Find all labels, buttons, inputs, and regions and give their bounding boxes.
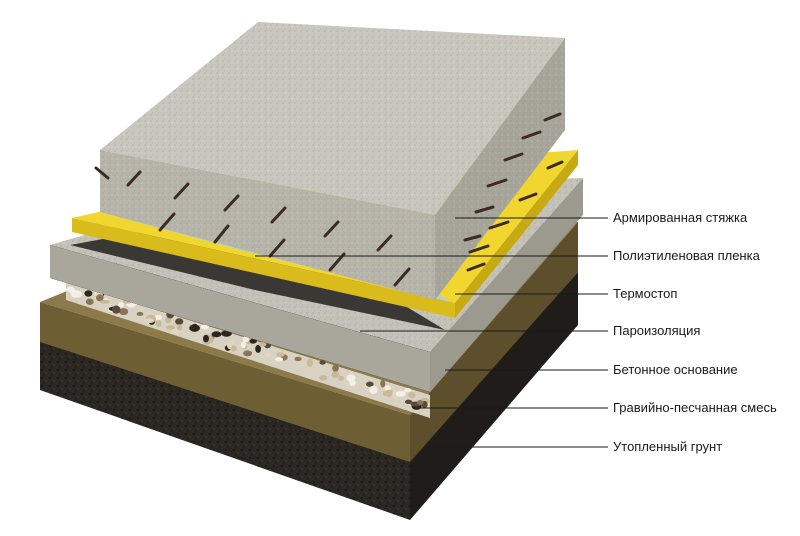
gravel-pebble [319, 360, 326, 365]
gravel-pebble [189, 324, 201, 332]
rebar-stub [468, 244, 490, 254]
gravel-pebble [144, 318, 154, 324]
gravel-pebble [276, 352, 285, 357]
rebar-stub [393, 267, 411, 287]
label-gravel: Гравийно-песчанная смесь [613, 400, 777, 415]
thermostop-left [72, 218, 455, 318]
rebar-stub [463, 234, 482, 242]
rebar-stub [223, 194, 240, 212]
gravel-pebble [221, 330, 232, 337]
leader-lines [255, 217, 608, 448]
label-concrete: Бетонное основание [613, 362, 738, 377]
gravel-pebble [306, 358, 313, 367]
ground-texture [40, 340, 410, 520]
gravel-pebble [258, 342, 267, 347]
gravel-pebble [385, 389, 393, 398]
gravel-pebble [380, 379, 386, 388]
gravel-pebble [211, 331, 222, 338]
rebar-stub [488, 220, 510, 230]
rebar-stub [323, 220, 340, 238]
rebar-stub [376, 234, 393, 252]
soil-right-face [410, 222, 578, 462]
rebar-stub [466, 262, 486, 272]
soil-left-face [40, 302, 410, 462]
gravel-pebble [403, 387, 412, 393]
rebar-stub [173, 182, 190, 200]
gravel-pebble [366, 381, 374, 387]
gravel-pebble [346, 374, 356, 382]
gravel-pebble [404, 399, 413, 404]
layer-labels: Армированная стяжка Полиэтиленовая пленк… [613, 210, 777, 454]
gravel-pebble [111, 305, 121, 314]
ground-right-face [410, 272, 578, 520]
gravel-pebble [231, 345, 237, 352]
gravel-pebble [176, 324, 183, 331]
rebar-stub [518, 192, 538, 202]
gravel-pebble [154, 314, 163, 321]
gravel-pebble [155, 320, 162, 327]
gravel-pebble [417, 400, 424, 405]
gravel-pebble [118, 302, 124, 308]
screed-right-texture [435, 38, 565, 300]
gravel-pebble [255, 344, 261, 353]
rebar-stub [94, 166, 110, 180]
thermostop-right [455, 150, 578, 318]
gravel-pebble [338, 375, 345, 381]
gravel-pebble [265, 351, 272, 358]
gravel-pebble [119, 308, 129, 316]
gravel-pebble [275, 357, 284, 362]
rebar-stub [126, 170, 142, 187]
rebar-stub [543, 112, 562, 122]
rebar-stub [521, 130, 542, 140]
gravel-pebble [74, 291, 83, 298]
rebar-stub [546, 160, 564, 170]
gravel-pebble [318, 375, 328, 381]
gravel-pebble [243, 350, 253, 357]
gravel-pebble [332, 364, 339, 372]
gravel-pebble [200, 324, 209, 330]
gravel-pebble [203, 334, 209, 343]
rebar-group [94, 112, 564, 287]
gravel-pebble [395, 390, 406, 397]
rebar-stub [158, 212, 176, 232]
gravel-pebble [165, 325, 175, 330]
gravel-pebble [85, 298, 94, 305]
gravel-pebble [242, 336, 250, 343]
layer-ground [40, 272, 578, 520]
gravel-pebble [384, 385, 391, 391]
gravel-pebbles [66, 286, 430, 410]
label-film: Полиэтиленовая пленка [613, 248, 761, 263]
rebar-stub [474, 205, 495, 214]
label-vapor: Пароизоляция [613, 323, 700, 338]
rebar-stub [503, 152, 524, 162]
gravel-pebble [84, 290, 93, 297]
concrete-base-left-solid [50, 245, 430, 392]
gravel-pebble [100, 299, 110, 304]
gravel-pebble [240, 341, 246, 349]
label-soil: Утопленный грунт [613, 439, 722, 454]
gravel-pebble [369, 386, 378, 394]
gravel-pebble [175, 318, 184, 325]
rebar-stub [328, 252, 346, 272]
rebar-stub [270, 206, 287, 224]
gravel-pebble [249, 338, 257, 344]
screed-top-texture [100, 22, 565, 215]
gravel-pebble [136, 311, 144, 316]
rebar-stub [213, 224, 230, 244]
label-thermostop: Термостоп [613, 286, 677, 301]
gravel-pebble [408, 392, 416, 399]
gravel-pebble [96, 294, 104, 302]
label-screed: Армированная стяжка [613, 210, 748, 225]
gravel-pebble [294, 356, 302, 362]
concrete-base-right [430, 178, 583, 392]
rebar-stub [268, 238, 286, 258]
gravel-pebble [171, 329, 180, 334]
gravel-pebble [331, 371, 340, 379]
rebar-stub [486, 178, 508, 188]
